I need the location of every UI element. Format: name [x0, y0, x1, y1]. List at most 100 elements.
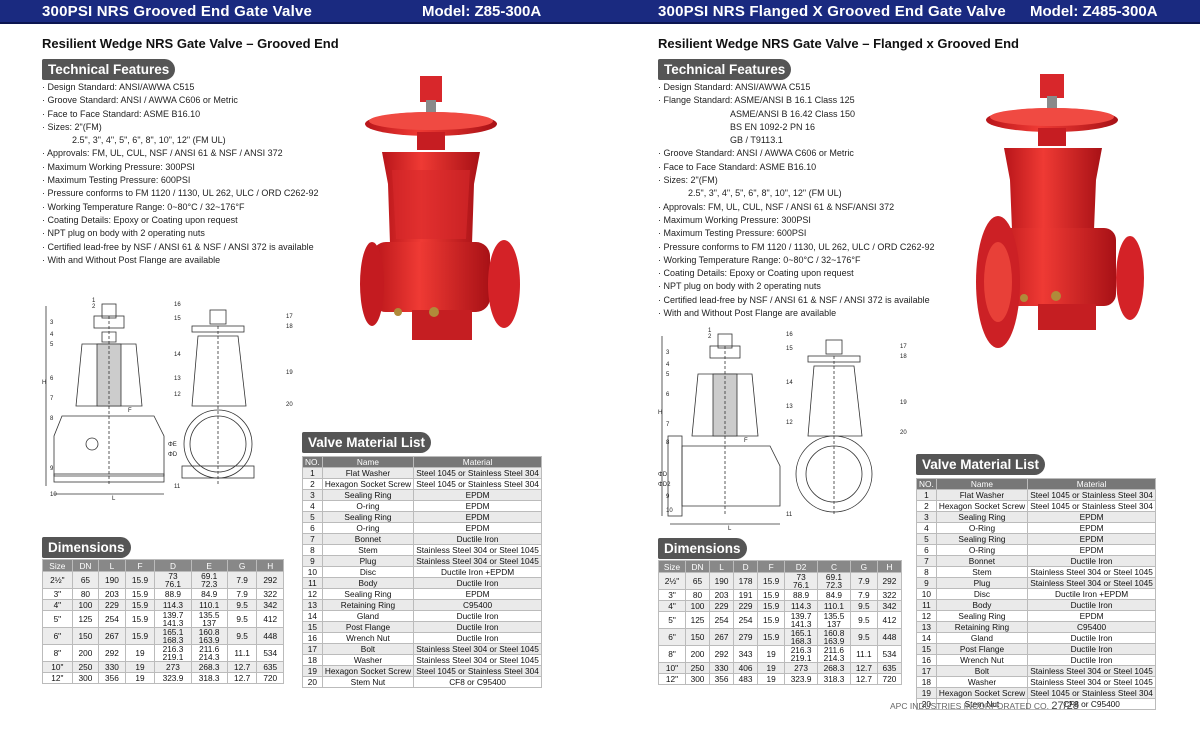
- feature-line: · Sizes: 2"(FM): [658, 175, 718, 186]
- table-header-cell: D: [733, 560, 759, 573]
- table-cell: 1: [916, 489, 937, 501]
- table-cell: 203: [709, 589, 735, 601]
- table-header-cell: Name: [321, 456, 415, 468]
- table-cell: 534: [876, 645, 903, 663]
- table-cell: 343: [733, 645, 759, 663]
- table-header-cell: NO.: [916, 478, 937, 490]
- drawing-label-14: 14: [786, 380, 793, 386]
- feature-line: 2.5", 3", 4", 5", 6", 8", 10", 12" (FM U…: [72, 135, 226, 146]
- table-cell: 16: [916, 654, 937, 666]
- table-cell: 13: [302, 599, 323, 611]
- table-cell: 80: [684, 589, 711, 601]
- right-subtitle: Resilient Wedge NRS Gate Valve – Flanged…: [658, 36, 1019, 51]
- feature-line: · Working Temperature Range: 0~80°C / 32…: [42, 201, 245, 212]
- table-cell: Ductile Iron: [1027, 599, 1156, 611]
- feature-line: ASME/ANSI B 16.42 Class 150: [730, 108, 856, 119]
- table-header-cell: Size: [658, 560, 686, 573]
- table-cell: 9: [916, 577, 937, 589]
- table-cell: 165.1 168.3: [784, 628, 819, 646]
- table-cell: 19: [124, 672, 156, 684]
- table-cell: 139.7 141.3: [154, 610, 192, 628]
- drawing-label-11: 11: [174, 484, 181, 490]
- table-cell: 15.9: [124, 599, 156, 611]
- right-technical-drawing: 1 2 3 4 5 6 7 8 9 10 11 12 13 14 15 16 1…: [658, 328, 907, 532]
- table-header-cell: Material: [413, 456, 542, 468]
- table-cell: 11.1: [226, 644, 258, 662]
- table-cell: 200: [684, 645, 711, 663]
- table-cell: 8": [658, 645, 686, 663]
- drawing-label-20: 20: [286, 402, 293, 408]
- right-features-title: Technical Features: [658, 59, 792, 80]
- left-material-title: Valve Material List: [302, 432, 432, 453]
- table-cell: 20: [302, 676, 323, 688]
- drawing-label-17: 17: [286, 314, 293, 320]
- drawing-label-4: 4: [50, 332, 54, 338]
- table-cell: 18: [916, 676, 937, 688]
- table-cell: Hexagon Socket Screw: [321, 665, 415, 677]
- table-cell: 229: [733, 600, 759, 612]
- left-features-title: Technical Features: [42, 59, 176, 80]
- table-cell: 268.3: [190, 661, 228, 673]
- drawing-label-3: 3: [50, 320, 54, 326]
- table-cell: Stem: [321, 544, 415, 556]
- table-cell: 292: [876, 572, 903, 590]
- feature-line: · With and Without Post Flange are avail…: [42, 254, 221, 265]
- table-cell: 534: [256, 644, 284, 662]
- table-cell: Stainless Steel 304 or Steel 1045: [1027, 577, 1156, 589]
- table-cell: Sealing Ring: [935, 511, 1029, 523]
- table-cell: 323.9: [784, 673, 819, 685]
- table-cell: 203: [98, 588, 126, 600]
- table-header-cell: Size: [42, 559, 73, 572]
- table-cell: Plug: [321, 555, 415, 567]
- table-cell: 12": [42, 672, 73, 684]
- table-cell: Ductile Iron: [413, 610, 542, 622]
- table-cell: 267: [709, 628, 735, 646]
- table-cell: 15.9: [757, 611, 786, 629]
- table-cell: 4: [302, 500, 323, 512]
- table-cell: 229: [709, 600, 735, 612]
- table-cell: 5: [302, 511, 323, 523]
- table-cell: Sealing Ring: [935, 610, 1029, 622]
- table-cell: Sealing Ring: [321, 489, 415, 501]
- feature-line: · Maximum Working Pressure: 300PSI: [42, 161, 195, 172]
- table-cell: O-Ring: [935, 544, 1029, 556]
- table-cell: 15.9: [124, 627, 156, 645]
- table-cell: 178: [733, 572, 759, 590]
- right-features-list: · Design Standard: ANSI/AWWA C515· Flang…: [658, 81, 934, 320]
- table-cell: 330: [709, 662, 735, 674]
- table-cell: 15.9: [757, 589, 786, 601]
- table-cell: 15.9: [124, 588, 156, 600]
- table-header-cell: H: [256, 559, 284, 572]
- table-header-cell: F: [757, 560, 786, 573]
- table-cell: CF8 or C95400: [1027, 698, 1156, 710]
- table-header-cell: L: [98, 559, 126, 572]
- table-header-cell: F: [124, 559, 156, 572]
- table-header-cell: D2: [784, 560, 819, 573]
- table-cell: Bonnet: [935, 555, 1029, 567]
- table-cell: Retaining Ring: [321, 599, 415, 611]
- table-cell: 200: [71, 644, 100, 662]
- drawing-label-10: 10: [50, 492, 57, 498]
- table-cell: 7: [302, 533, 323, 545]
- table-cell: 3": [42, 588, 73, 600]
- table-cell: 15: [302, 621, 323, 633]
- table-cell: Ductile Iron: [1027, 555, 1156, 567]
- table-header-cell: D: [154, 559, 192, 572]
- drawing-label-7: 7: [666, 422, 670, 428]
- feature-line: · Maximum Working Pressure: 300PSI: [658, 214, 811, 225]
- table-cell: 483: [733, 673, 759, 685]
- feature-line: · Flange Standard: ASME/ANSI B 16.1 Clas…: [658, 95, 855, 106]
- left-header-model: Model: Z85-300A: [422, 3, 542, 20]
- drawing-label-18: 18: [900, 354, 907, 360]
- table-cell: 273: [154, 661, 192, 673]
